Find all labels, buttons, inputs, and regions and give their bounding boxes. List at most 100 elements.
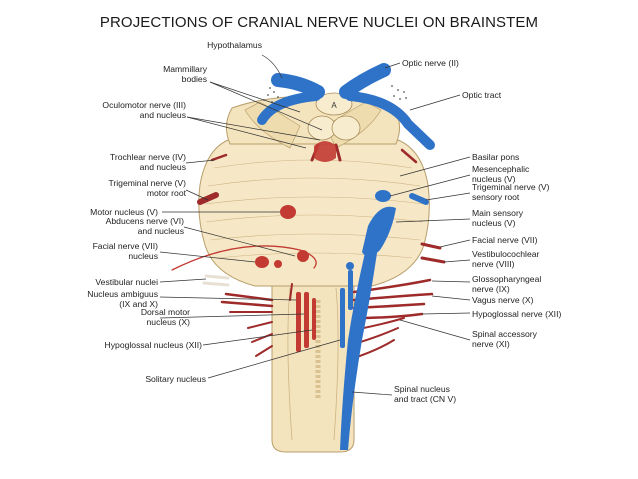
- label-line: Vestibular nuclei: [95, 277, 158, 287]
- oculomotor-nucleus: [314, 141, 336, 162]
- label-line: Solitary nucleus: [145, 374, 206, 384]
- label-trigeminal-motor-root: Trigeminal nerve (V)motor root: [108, 178, 186, 198]
- mesencephalic-nucleus: [375, 190, 391, 202]
- label-line: Optic tract: [462, 90, 502, 100]
- label-line: sensory root: [472, 192, 520, 202]
- label-trigeminal-sensory: Trigeminal nerve (V)sensory root: [472, 182, 550, 202]
- label-line: Hypothalamus: [207, 40, 262, 50]
- hypoglossal-column: [312, 298, 316, 340]
- leader-solitary: [207, 339, 341, 379]
- facial-nucleus-2: [274, 260, 282, 268]
- label-line: and tract (CN V): [394, 394, 456, 404]
- accessory-left-2: [251, 333, 273, 343]
- leader-facial-nucleus: [159, 251, 256, 263]
- leader-hypothalamus: [261, 54, 283, 79]
- facial-nucleus: [255, 256, 269, 268]
- label-abducens: Abducens nerve (VI)and nucleus: [106, 216, 184, 236]
- optic-tract-left: [257, 91, 321, 125]
- abducens-left: [289, 283, 293, 301]
- label-hypothalamus: Hypothalamus: [207, 40, 262, 50]
- label-line: nerve (XI): [472, 339, 510, 349]
- label-line: and nucleus: [140, 110, 186, 120]
- leader-optic-nerve: [384, 62, 401, 69]
- mammillary-body-right: [331, 115, 361, 141]
- label-line: (IX and X): [119, 299, 158, 309]
- leader-hypoglossal-nerve: [421, 312, 471, 315]
- label-facial-nucleus: Facial nerve (VII)nucleus: [93, 241, 159, 261]
- label-line: Motor nucleus (V): [90, 207, 158, 217]
- vagus-left-2: [220, 300, 274, 308]
- leader-dorsal-motor: [159, 313, 305, 319]
- leader-ambiguus: [159, 296, 297, 301]
- leader-oculomotor: [186, 116, 307, 149]
- label-line: and nucleus: [138, 226, 184, 236]
- label-optic-tract: Optic tract: [462, 90, 502, 100]
- label-line: Abducens nerve (VI): [106, 216, 184, 226]
- motor-nuclei: [255, 141, 336, 352]
- abducens-nucleus: [297, 250, 309, 262]
- leader-hypoglossal-nucleus: [202, 329, 313, 346]
- label-trochlear: Trochlear nerve (IV)and nucleus: [110, 152, 186, 172]
- label-oculomotor: Oculomotor nerve (III)and nucleus: [102, 100, 186, 120]
- leader-spinal-nucleus: [351, 391, 393, 396]
- label-line: nucleus (V): [472, 218, 516, 228]
- label-line: Vestibulocochlear: [472, 249, 539, 259]
- leader-trochlear: [185, 159, 216, 164]
- trigeminal-motor-nucleus: [280, 205, 296, 219]
- label-line: Vagus nerve (X): [472, 295, 534, 305]
- label-line: Dorsal motor: [141, 307, 190, 317]
- label-line: Spinal nucleus: [394, 384, 450, 394]
- optic-nerve-left: [271, 73, 325, 99]
- oculomotor-root-2: [334, 143, 342, 162]
- label-line: Spinal accessory: [472, 329, 538, 339]
- label-line: and nucleus: [140, 162, 186, 172]
- leader-abducens: [183, 226, 296, 257]
- pyramid-right: [333, 287, 339, 441]
- label-line: Main sensory: [472, 208, 524, 218]
- leader-lines: [159, 54, 471, 396]
- label-line: Facial nerve (VII): [472, 235, 538, 245]
- label-line: nucleus (V): [472, 174, 516, 184]
- label-line: Optic nerve (II): [402, 58, 459, 68]
- leader-vestibular: [159, 278, 207, 283]
- spinal-nucleus-tract: [340, 232, 380, 450]
- label-hypoglossal-nerve: Hypoglossal nerve (XII): [472, 309, 561, 319]
- label-line: Hypoglossal nerve (XII): [472, 309, 561, 319]
- sensory-nuclei: [340, 190, 396, 450]
- label-ambiguus: Nucleus ambiguus(IX and X): [87, 289, 158, 309]
- trigeminal-root-left: [197, 192, 219, 205]
- leader-trigeminal-motor: [185, 189, 209, 201]
- slide-title: PROJECTIONS OF CRANIAL NERVE NUCLEI ON B…: [99, 14, 539, 31]
- accessory-left-3: [255, 345, 273, 357]
- facial-root-right: [420, 242, 442, 250]
- label-solitary: Solitary nucleus: [145, 374, 206, 384]
- leader-spinal-accessory: [399, 319, 471, 341]
- leader-main-sensory: [395, 218, 471, 223]
- leader-optic-tract: [409, 94, 461, 111]
- facial-nerve-arc: [171, 245, 317, 271]
- solitary-column: [340, 288, 345, 348]
- label-basilar-pons: Basilar pons: [472, 152, 519, 162]
- leader-vestibulocochlear: [443, 259, 471, 263]
- dorsal-motor-column: [304, 292, 309, 348]
- optic-tract-right: [345, 91, 435, 150]
- label-line: bodies: [182, 74, 207, 84]
- accessory-left: [247, 321, 273, 329]
- ambiguus-column: [296, 292, 301, 352]
- label-optic-nerve: Optic nerve (II): [402, 58, 459, 68]
- leader-vagus: [431, 295, 471, 301]
- label-line: nucleus (X): [147, 317, 191, 327]
- chiasm-marker: A: [331, 101, 337, 110]
- label-line: Hypoglossal nucleus (XII): [105, 340, 203, 350]
- label-motor-nucleus: Motor nucleus (V): [90, 207, 158, 217]
